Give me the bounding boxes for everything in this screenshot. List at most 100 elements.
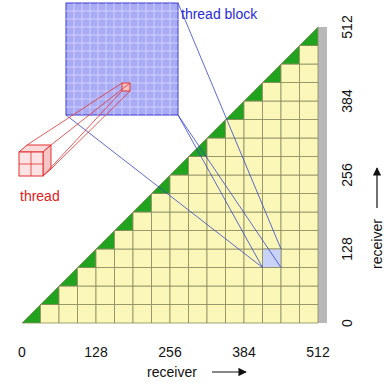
axis-arrow	[212, 371, 246, 372]
grid-cell	[300, 46, 319, 65]
grid-cell	[152, 305, 171, 324]
tick-label: 512	[306, 345, 329, 359]
grid-cell	[263, 64, 282, 83]
grid-cell	[189, 268, 208, 287]
grid-cell	[170, 175, 189, 194]
grid-cell	[189, 249, 208, 268]
grid-cell	[263, 194, 282, 213]
grid-cell	[281, 175, 300, 194]
grid-cell	[207, 138, 226, 157]
grid-cell	[244, 305, 263, 324]
tick-label: 128	[340, 237, 354, 260]
grid-cell	[263, 157, 282, 176]
grid-cell	[41, 286, 60, 305]
grid-cell	[115, 212, 134, 231]
grid-cell	[244, 83, 263, 102]
grid-cell	[226, 268, 245, 287]
grid-cell	[115, 305, 134, 324]
grid-cell	[189, 305, 208, 324]
thread-cube	[19, 83, 130, 176]
grid-cell	[281, 249, 300, 268]
grid-cell	[226, 212, 245, 231]
grid-cell	[263, 249, 282, 268]
grid-cell	[263, 101, 282, 120]
grid-cell	[226, 286, 245, 305]
grid-cell	[263, 138, 282, 157]
grid-cell	[226, 157, 245, 176]
axis-arrow	[376, 168, 377, 208]
grid-cell	[281, 305, 300, 324]
grid-cell	[207, 231, 226, 250]
grid-cell	[96, 268, 115, 287]
grid-cell	[133, 249, 152, 268]
grid-cell	[189, 286, 208, 305]
grid-cell	[244, 138, 263, 157]
grid-cell	[281, 194, 300, 213]
grid-cell	[300, 231, 319, 250]
axis-title: receiver	[370, 219, 384, 269]
grid-cell	[281, 83, 300, 102]
grid-cell	[263, 286, 282, 305]
grid-cell	[96, 231, 115, 250]
grid-cell	[300, 305, 319, 324]
grid-cell	[300, 27, 319, 46]
grid-cell	[152, 212, 171, 231]
grid-cell	[96, 286, 115, 305]
grid-cell	[300, 138, 319, 157]
grid-cell	[300, 268, 319, 287]
grid-cell	[281, 157, 300, 176]
grid-cell	[281, 64, 300, 83]
grid-cell	[281, 120, 300, 139]
grid-cell	[96, 249, 115, 268]
grid-cell	[189, 231, 208, 250]
grid-cell	[152, 231, 171, 250]
grid-cell	[207, 249, 226, 268]
grid-cell	[300, 212, 319, 231]
grid-cell	[226, 101, 245, 120]
grid-cell	[300, 120, 319, 139]
grid-cell	[207, 286, 226, 305]
grid-cell	[263, 305, 282, 324]
grid-cell	[281, 101, 300, 120]
grid-cell	[189, 212, 208, 231]
grid-cell	[300, 83, 319, 102]
tick-label: 384	[340, 89, 354, 112]
grid-cell	[59, 286, 78, 305]
grid-cell	[244, 101, 263, 120]
tick-label: 0	[340, 319, 354, 327]
grid-cell	[115, 268, 134, 287]
grid-cell	[170, 212, 189, 231]
tick-label: 384	[232, 345, 255, 359]
grid-cell	[152, 268, 171, 287]
grid-cell	[244, 175, 263, 194]
grid-cell	[170, 157, 189, 176]
grid-cell	[152, 286, 171, 305]
grid-cell	[263, 175, 282, 194]
grid-cell	[59, 305, 78, 324]
grid-cell	[152, 194, 171, 213]
callout-label: thread block	[181, 7, 257, 21]
grid-cell	[41, 305, 60, 324]
grid-cell	[207, 120, 226, 139]
grid-cell	[133, 305, 152, 324]
grid-cell	[300, 249, 319, 268]
grid-cell	[207, 212, 226, 231]
grid-cell	[281, 286, 300, 305]
axis-title: receiver	[147, 365, 197, 379]
tick-label: 128	[84, 345, 107, 359]
grid-cell	[96, 305, 115, 324]
grid-cell	[170, 286, 189, 305]
thread-block	[66, 3, 178, 115]
grid-cell	[300, 286, 319, 305]
grid-cell	[244, 212, 263, 231]
grid-cell	[133, 231, 152, 250]
grid-cell	[300, 194, 319, 213]
grid-cell	[115, 231, 134, 250]
grid-cell	[78, 249, 97, 268]
grid-cell	[281, 212, 300, 231]
grid-cell	[263, 268, 282, 287]
grid-cell	[300, 175, 319, 194]
grid-cell	[244, 249, 263, 268]
grid-cell	[226, 249, 245, 268]
grid-cell	[226, 175, 245, 194]
